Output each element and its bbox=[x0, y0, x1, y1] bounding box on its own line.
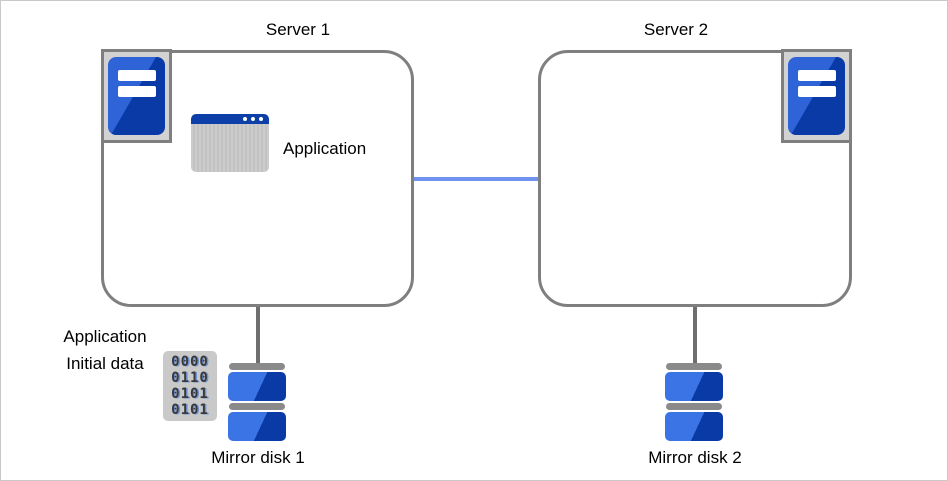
mirror-disk1-label: Mirror disk 1 bbox=[211, 448, 305, 467]
server2-frame bbox=[781, 49, 852, 143]
server2-title: Server 2 bbox=[643, 20, 709, 39]
binary-data-icon: 0000 0110 0101 0101 bbox=[163, 351, 217, 421]
disk-cap bbox=[666, 363, 722, 370]
disk1-connector-line bbox=[256, 304, 260, 365]
tower-slot bbox=[797, 70, 836, 81]
binary-row: 0110 bbox=[171, 370, 209, 386]
tower-slot bbox=[117, 70, 156, 81]
binary-row: 0000 bbox=[171, 354, 209, 370]
server1-title: Server 1 bbox=[265, 20, 331, 39]
mirror-disk1-icon bbox=[228, 363, 286, 441]
disk-platter bbox=[665, 412, 723, 441]
server1-frame bbox=[101, 49, 172, 143]
disk-cap bbox=[666, 403, 722, 410]
tower-slot bbox=[117, 86, 156, 97]
server-tower-icon bbox=[108, 57, 165, 135]
window-dot-icon bbox=[259, 117, 263, 121]
initial-data-label: Application Initial data bbox=[63, 323, 146, 377]
tower-slot bbox=[797, 86, 836, 97]
window-dot-icon bbox=[251, 117, 255, 121]
binary-row: 0101 bbox=[171, 402, 209, 418]
window-body bbox=[191, 124, 269, 172]
server1-box bbox=[101, 50, 414, 307]
window-titlebar bbox=[191, 114, 269, 124]
server-interconnect-line bbox=[412, 177, 540, 181]
server-tower-icon bbox=[788, 57, 845, 135]
disk-cap bbox=[229, 363, 285, 370]
application-label: Application bbox=[283, 139, 367, 158]
server2-box bbox=[538, 50, 852, 307]
window-dot-icon bbox=[243, 117, 247, 121]
binary-row: 0101 bbox=[171, 386, 209, 402]
disk2-connector-line bbox=[693, 304, 697, 365]
disk-platter bbox=[228, 412, 286, 441]
initial-data-label-line1: Application bbox=[63, 327, 147, 346]
disk-platter bbox=[228, 372, 286, 401]
disk-platter bbox=[665, 372, 723, 401]
mirror-disk2-icon bbox=[665, 363, 723, 441]
application-window-icon bbox=[191, 114, 269, 172]
mirror-disk2-label: Mirror disk 2 bbox=[648, 448, 742, 467]
disk-cap bbox=[229, 403, 285, 410]
initial-data-label-line2: Initial data bbox=[66, 354, 144, 373]
